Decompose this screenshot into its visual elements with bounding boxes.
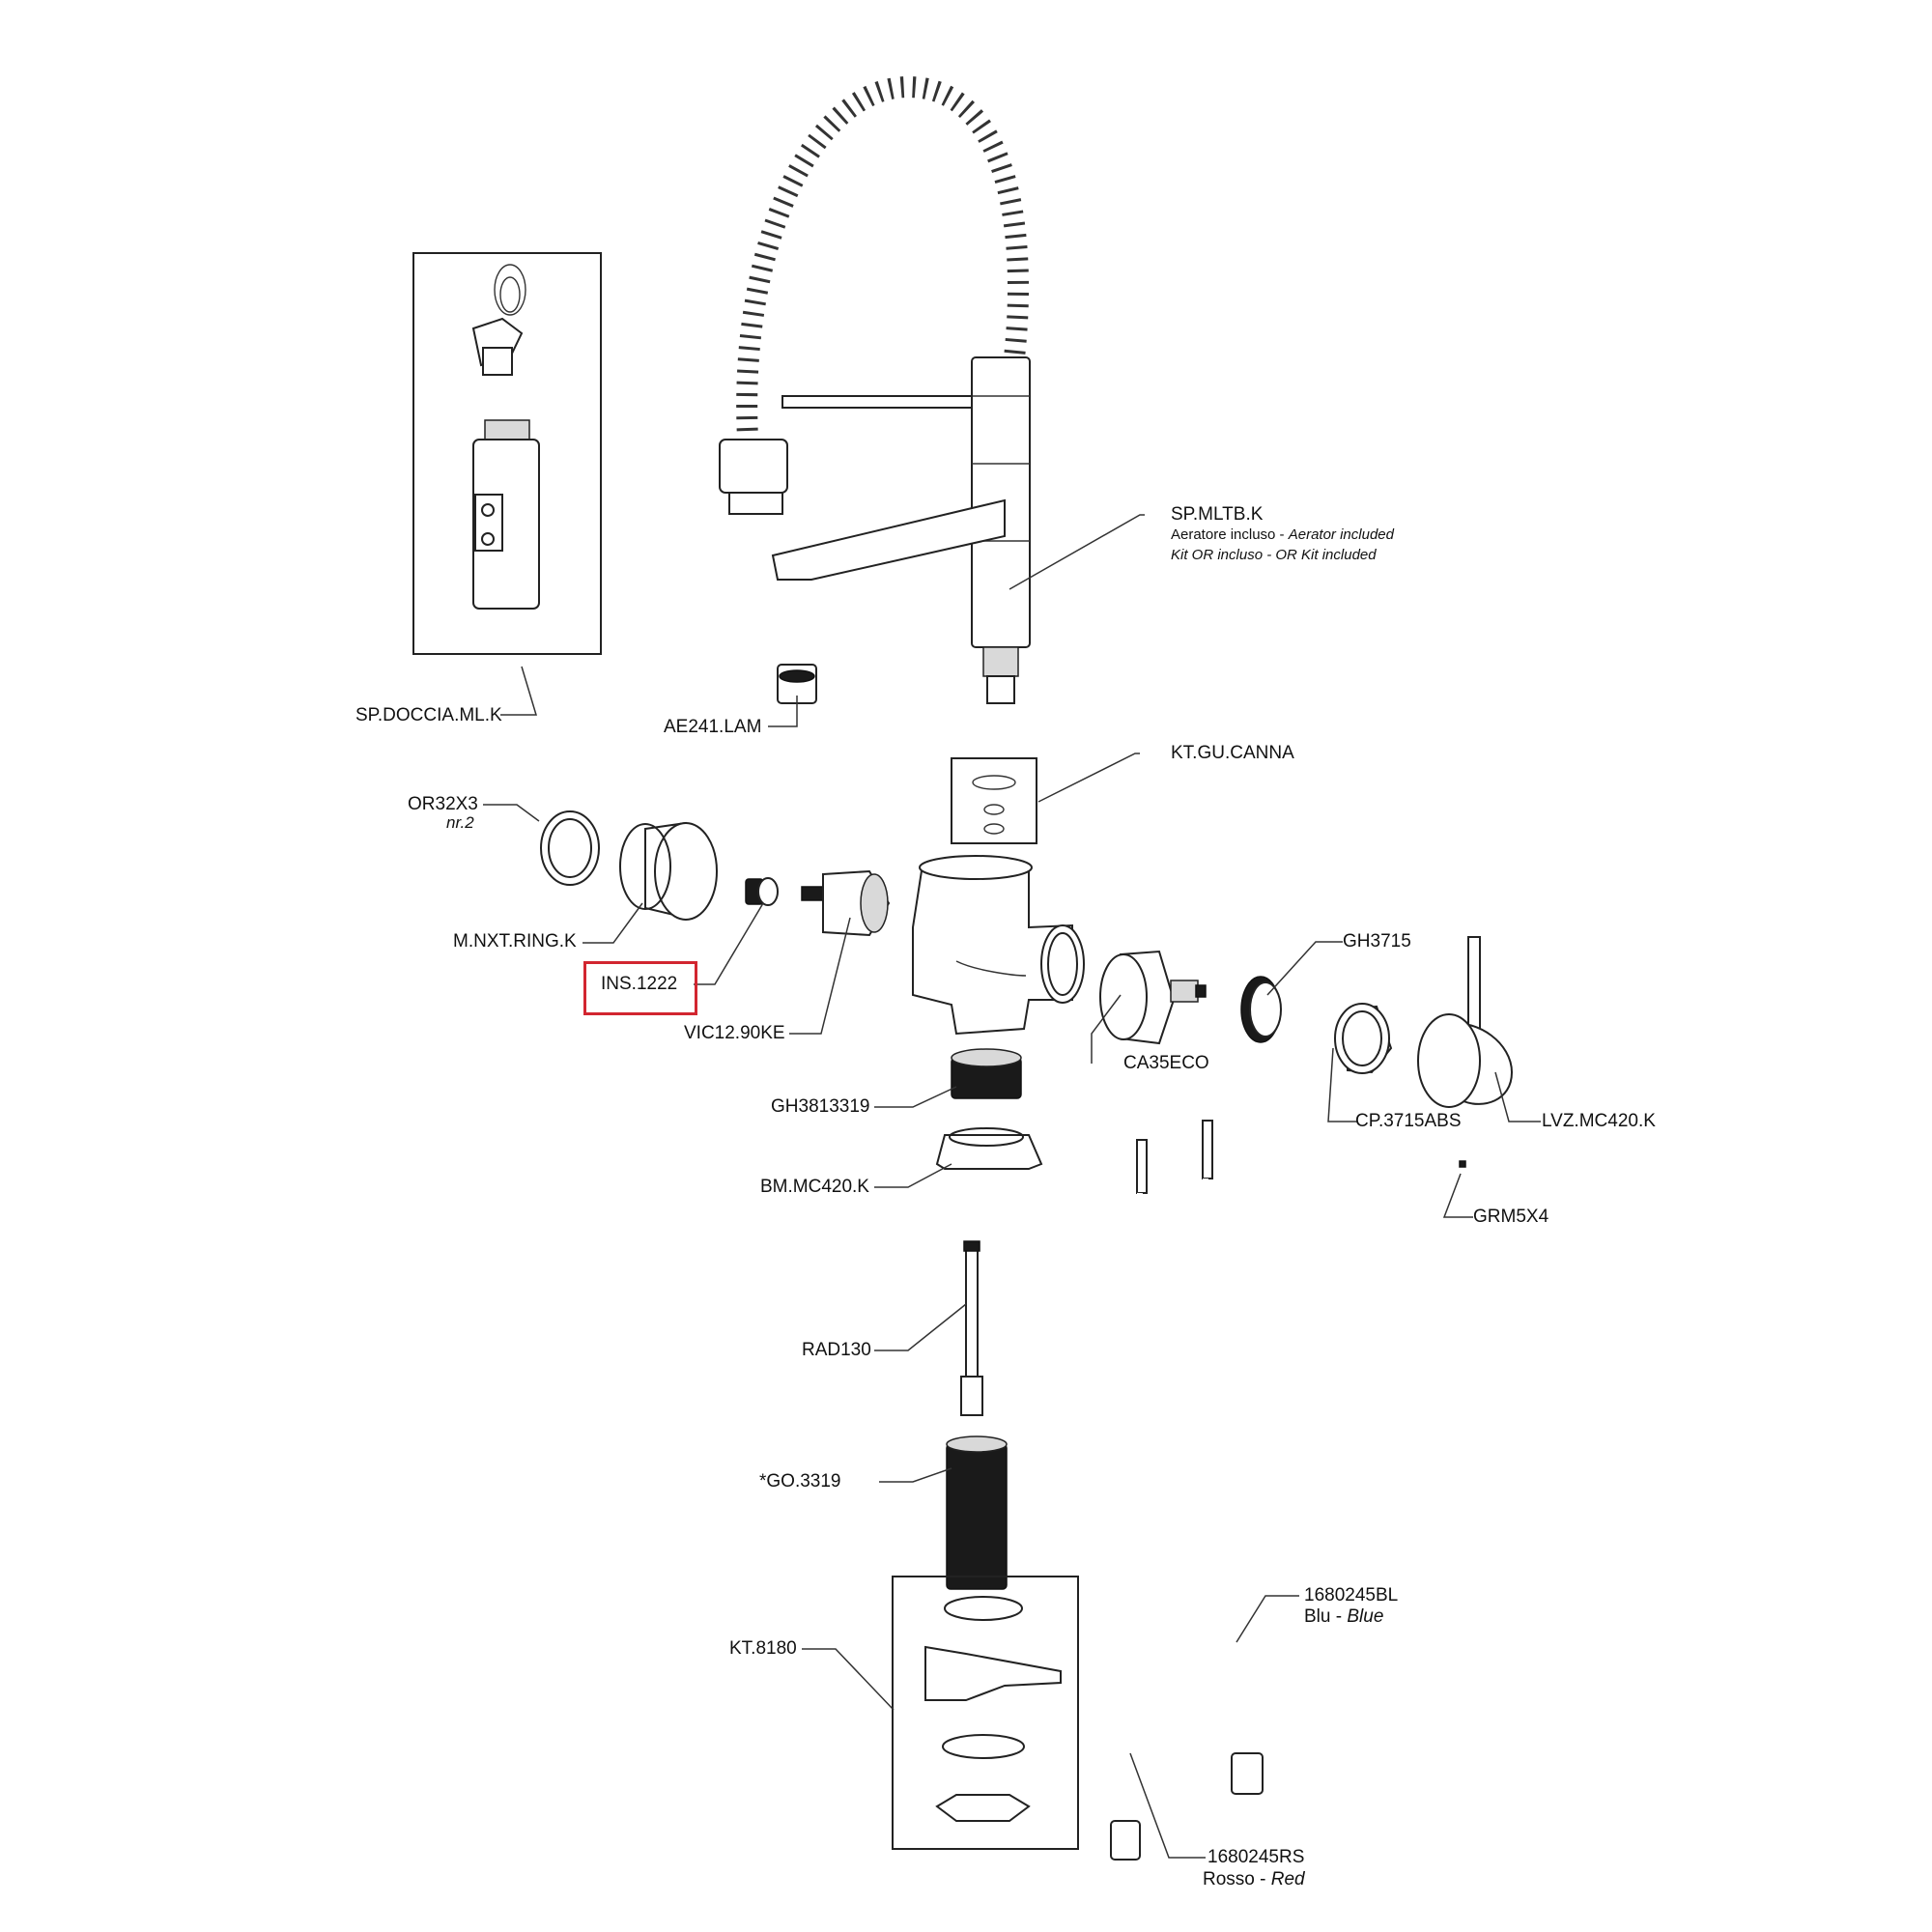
label-red-en: Red: [1270, 1869, 1305, 1889]
label-blue-it: Blu -: [1304, 1606, 1348, 1627]
label-grm5x4: GRM5X4: [1473, 1207, 1549, 1227]
label-kit-or-line: Kit OR incluso - OR Kit included: [1171, 548, 1377, 562]
label-rad130: RAD130: [802, 1340, 871, 1360]
aerator-part: [777, 664, 817, 704]
grub-screw-part: [1459, 1160, 1466, 1168]
label-sp-mltb-k: SP.MLTB.K: [1171, 504, 1264, 525]
label-kit-or-en: OR Kit included: [1275, 547, 1377, 563]
valve-insert-part: [801, 869, 891, 937]
label-or32x3: OR32X3: [408, 794, 478, 814]
label-ca35eco: CA35ECO: [1123, 1053, 1209, 1073]
o-ring-part: [540, 810, 600, 886]
threaded-stud-part: [960, 1240, 983, 1416]
label-vic12-90ke: VIC12.90KE: [684, 1023, 785, 1043]
mixer-body-part: [912, 855, 1085, 1036]
label-or32x3-qty: nr.2: [446, 813, 474, 832]
label-cp-3715abs: CP.3715ABS: [1355, 1111, 1462, 1131]
label-aeratore-it: Aeratore incluso -: [1171, 526, 1289, 543]
label-gh3715: GH3715: [1343, 931, 1411, 952]
highlight-box: [583, 961, 697, 1015]
hose-blue-part: [1202, 1120, 1264, 1795]
label-kt-gu-canna: KT.GU.CANNA: [1171, 743, 1294, 763]
threaded-sleeve-part: [946, 1435, 1008, 1590]
label-bm-mc420-k: BM.MC420.K: [760, 1177, 869, 1197]
label-aeratore-line: Aeratore incluso - Aerator included: [1171, 527, 1394, 542]
label-aeratore-en: Aerator included: [1288, 526, 1394, 543]
threaded-ring-part: [951, 1048, 1022, 1099]
ring-nut-part: [1240, 976, 1282, 1043]
label-blue-en: Blue: [1347, 1606, 1384, 1627]
cartridge-part: [1099, 950, 1207, 1045]
mounting-kit-part: [892, 1576, 1079, 1850]
seal-kit-part: [951, 757, 1037, 844]
base-flange-part: [935, 1127, 1043, 1170]
label-lvz-mc420-k: LVZ.MC420.K: [1542, 1111, 1656, 1131]
label-1680245rs: 1680245RS: [1208, 1847, 1305, 1867]
label-m-nxt-ring-k: M.NXT.RING.K: [453, 931, 577, 952]
insert-part: [745, 877, 779, 906]
label-ae241-lam: AE241.LAM: [664, 717, 762, 737]
lever-handle-part: [1417, 936, 1514, 1108]
label-red-line: Rosso - Red: [1203, 1870, 1305, 1889]
shower-head-part: [412, 252, 602, 655]
label-red-it: Rosso -: [1203, 1869, 1271, 1889]
faucet-body-part: [719, 75, 1031, 704]
label-sp-doccia-ml-k: SP.DOCCIA.ML.K: [355, 705, 502, 725]
label-ins-1222: INS.1222: [601, 974, 678, 994]
ring-part: [619, 821, 718, 921]
label-go-3319: *GO.3319: [759, 1471, 841, 1492]
label-blue-line: Blu - Blue: [1304, 1607, 1383, 1626]
label-1680245bl: 1680245BL: [1304, 1585, 1399, 1605]
hose-red-part: [1110, 1139, 1148, 1861]
cover-cap-part: [1334, 1003, 1393, 1074]
label-gh3813319: GH3813319: [771, 1096, 870, 1117]
leader-lines: [483, 514, 1541, 1859]
label-kt-8180: KT.8180: [729, 1638, 797, 1659]
label-kit-or-it: Kit OR incluso -: [1171, 547, 1276, 563]
